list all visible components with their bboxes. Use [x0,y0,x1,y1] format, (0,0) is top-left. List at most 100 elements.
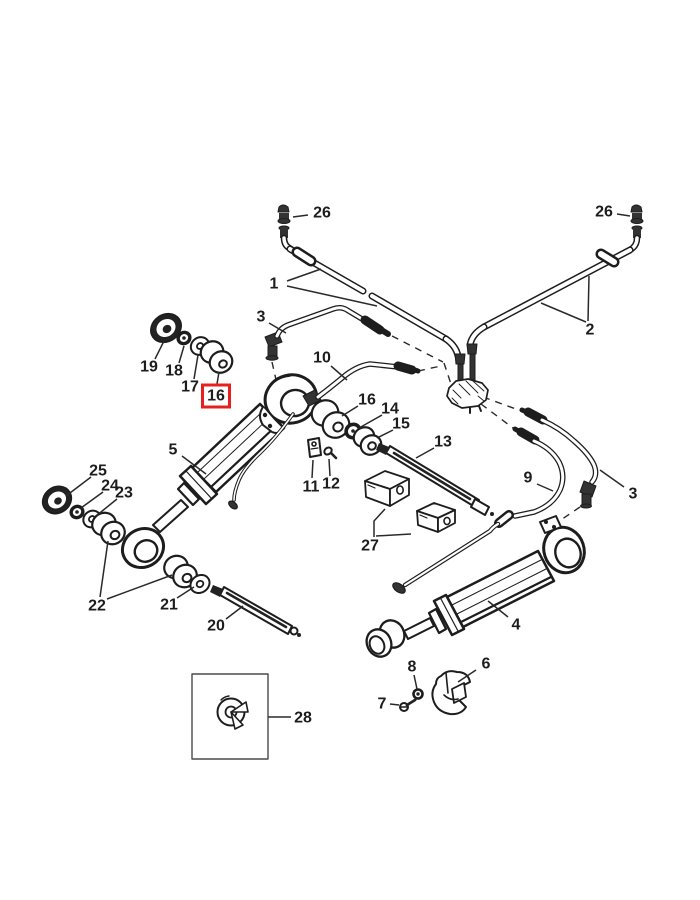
callout-label-12: 12 [322,476,340,493]
sender-blocks-part-27 [364,470,456,533]
trim-cylinder-starboard-drawing [365,515,586,658]
leader-line-25 [65,476,92,497]
cap-part-19 [150,312,182,344]
leader-line-27 [373,508,386,537]
hydraulic-line-1-drawing [278,225,466,381]
leader-line-9 [536,483,554,492]
leader-line-1 [286,268,322,282]
callout-label-5: 5 [169,442,178,459]
callout-label-15: 15 [392,416,410,433]
leader-line-26 [292,214,309,218]
leader-line-3 [599,469,625,488]
trim-cylinder-port-drawing [120,373,319,570]
washer-part-21 [189,573,211,595]
anchor-bushing [365,619,406,658]
mid-pivot-hardware-drawing [310,399,494,516]
bushing-part-16-mid [310,399,351,439]
hose-3-right-drawing [519,407,599,509]
callout-label-23: 23 [115,485,133,502]
callout-label-10: 10 [313,350,331,367]
callout-label-26: 26 [313,205,331,222]
leader-line-16 [341,405,359,417]
leader-line-15 [376,429,394,439]
leader-line-17 [193,354,199,380]
upper-pivot-hardware-drawing [150,312,234,374]
leader-line-7 [389,703,400,706]
leader-line-2 [540,302,587,323]
callout-label-6: 6 [482,656,491,673]
callout-label-9: 9 [524,470,533,487]
highlight-box-16 [201,383,231,409]
lower-pivot-hardware-drawing [41,485,301,637]
callout-label-14: 14 [381,401,399,418]
leader-line-3 [268,322,287,334]
cap-part-25 [41,485,73,515]
hose-3-left-drawing [264,304,391,361]
callout-label-18: 18 [165,363,183,380]
callout-label-27: 27 [361,538,379,555]
leader-line-12 [328,458,331,477]
pivot-shaft-part-13 [376,443,494,516]
bushing-part-22a [91,511,126,546]
fitting-26-left-drawing [277,204,291,224]
leader-line-22 [99,540,109,598]
leader-line-10 [330,365,348,381]
retainer-inset-box-part-28 [191,673,269,760]
callout-label-1: 1 [270,276,279,293]
leader-line-19 [154,340,165,360]
plate-part-11 [307,437,322,458]
leader-line-11 [311,459,314,479]
callout-label-7: 7 [378,696,387,713]
callout-label-28: 28 [294,710,312,727]
leader-line-20 [225,605,244,620]
leader-line-21 [176,586,195,599]
leader-line-13 [415,447,435,459]
callout-label-13: 13 [434,434,452,451]
screw-part-7 [399,698,417,712]
leader-line-18 [178,345,185,364]
nut-part-8 [412,688,424,700]
coupler-part-6 [431,670,471,716]
leader-line-6 [457,669,477,683]
callout-label-2: 2 [586,322,595,339]
callout-label-16: 16 [358,392,376,409]
leader-line-8 [413,674,418,690]
hydraulic-line-2-drawing [466,225,643,381]
hose-9-drawing [392,426,566,594]
fitting-26-right-drawing [630,204,644,224]
leader-line-16 [216,371,220,385]
leader-line-23 [95,498,118,517]
callout-label-17: 17 [181,379,199,396]
callout-label-24: 24 [101,478,119,495]
callout-label-25: 25 [89,463,107,480]
leader-line-27 [375,533,412,537]
bushing-part-16-left [199,340,234,374]
leader-line-4 [487,600,509,618]
callout-label-20: 20 [207,618,225,635]
screw-part-12 [323,446,338,460]
callout-label-3: 3 [257,309,266,326]
leader-line-5 [181,455,207,475]
leader-line-1 [286,285,378,307]
callout-label-8: 8 [408,659,417,676]
pivot-shaft-part-20 [210,585,301,637]
leader-line-2 [587,275,590,322]
hose-10-drawing [302,361,421,407]
callout-label-19: 19 [140,359,158,376]
leader-line-26 [616,213,631,217]
nut-part-18 [176,330,192,346]
leader-line-22 [106,574,173,600]
callout-label-21: 21 [160,597,178,614]
union-fitting [454,353,466,365]
callout-label-22: 22 [88,598,106,615]
callout-label-11: 11 [303,479,320,496]
leader-line-14 [358,414,383,429]
callout-label-26: 26 [595,204,613,221]
callout-label-3: 3 [629,486,638,503]
callout-label-4: 4 [512,617,521,634]
leader-line-24 [80,491,104,509]
union-fitting [466,343,478,355]
